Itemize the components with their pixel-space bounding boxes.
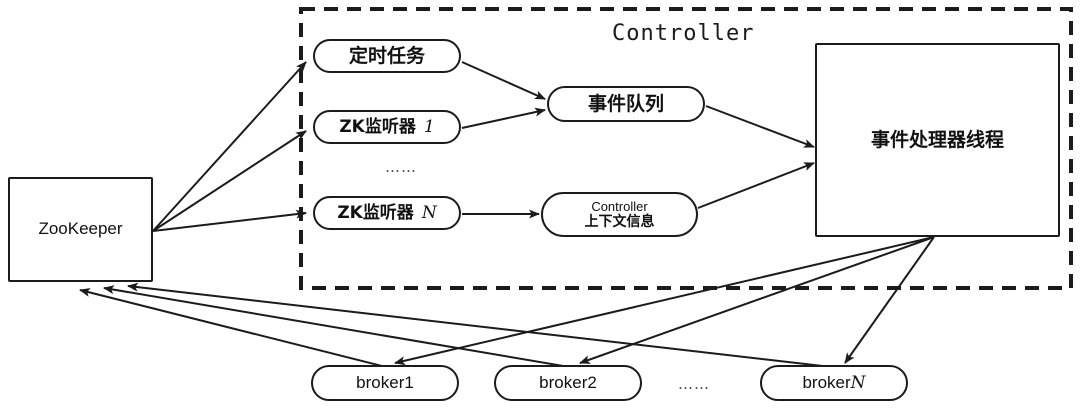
node-zk-listener-n-index: N: [421, 202, 437, 223]
node-scheduled-task[interactable]: 定时任务: [313, 39, 461, 73]
node-zk-listener-1-index: 1: [423, 116, 435, 137]
node-scheduled-task-label: 定时任务: [348, 44, 425, 67]
node-event-queue[interactable]: 事件队列: [547, 86, 705, 122]
edge-brokern-to-zookeeper: [127, 282, 841, 369]
controller-group-title: Controller: [612, 21, 755, 46]
edge-event-handler-to-broker2: [579, 236, 935, 364]
brokers-ellipsis: ……: [678, 375, 710, 393]
listeners-ellipsis: ……: [385, 158, 417, 176]
edge-zookeeper-to-scheduled-task: [152, 61, 307, 232]
node-zk-listener-1-label: ZK监听器: [339, 116, 416, 137]
edge-zk-listener-1-to-event-queue: [461, 107, 546, 129]
node-zookeeper-label: ZooKeeper: [38, 219, 123, 239]
node-brokern-label: broker: [802, 372, 851, 392]
edge-controller-context-to-event-handler: [697, 162, 815, 209]
edge-broker2-to-zookeeper: [103, 285, 576, 369]
node-event-queue-label: 事件队列: [587, 92, 664, 115]
edge-zookeeper-to-zk-listener-n: [152, 209, 307, 232]
node-controller-context-line1: Controller: [591, 198, 648, 214]
node-controller-context-line2: 上下文信息: [584, 213, 655, 230]
edge-event-handler-to-broker1: [394, 236, 935, 366]
node-event-handler-thread-label: 事件处理器线程: [870, 128, 1004, 151]
node-zk-listener-n[interactable]: ZK监听器 N: [313, 196, 461, 230]
edge-event-handler-to-brokern: [844, 236, 935, 364]
node-broker2-label: broker2: [539, 372, 597, 392]
node-event-handler-thread[interactable]: 事件处理器线程: [815, 43, 1060, 237]
node-zookeeper[interactable]: ZooKeeper: [8, 177, 153, 282]
node-broker1-label: broker1: [356, 372, 414, 392]
edge-scheduled-task-to-event-queue: [461, 61, 546, 100]
node-brokern-index: N: [850, 372, 866, 393]
edge-broker1-to-zookeeper: [79, 288, 391, 369]
node-zk-listener-n-label: ZK监听器: [337, 202, 414, 223]
edge-zookeeper-to-zk-listener-1: [152, 130, 307, 232]
node-zk-listener-1[interactable]: ZK监听器 1: [313, 110, 461, 144]
node-brokern[interactable]: broker N: [760, 365, 908, 401]
node-broker2[interactable]: broker2: [494, 365, 642, 401]
node-broker1[interactable]: broker1: [311, 365, 459, 401]
edge-event-queue-to-event-handler: [705, 105, 815, 148]
node-controller-context[interactable]: Controller 上下文信息: [541, 192, 698, 237]
